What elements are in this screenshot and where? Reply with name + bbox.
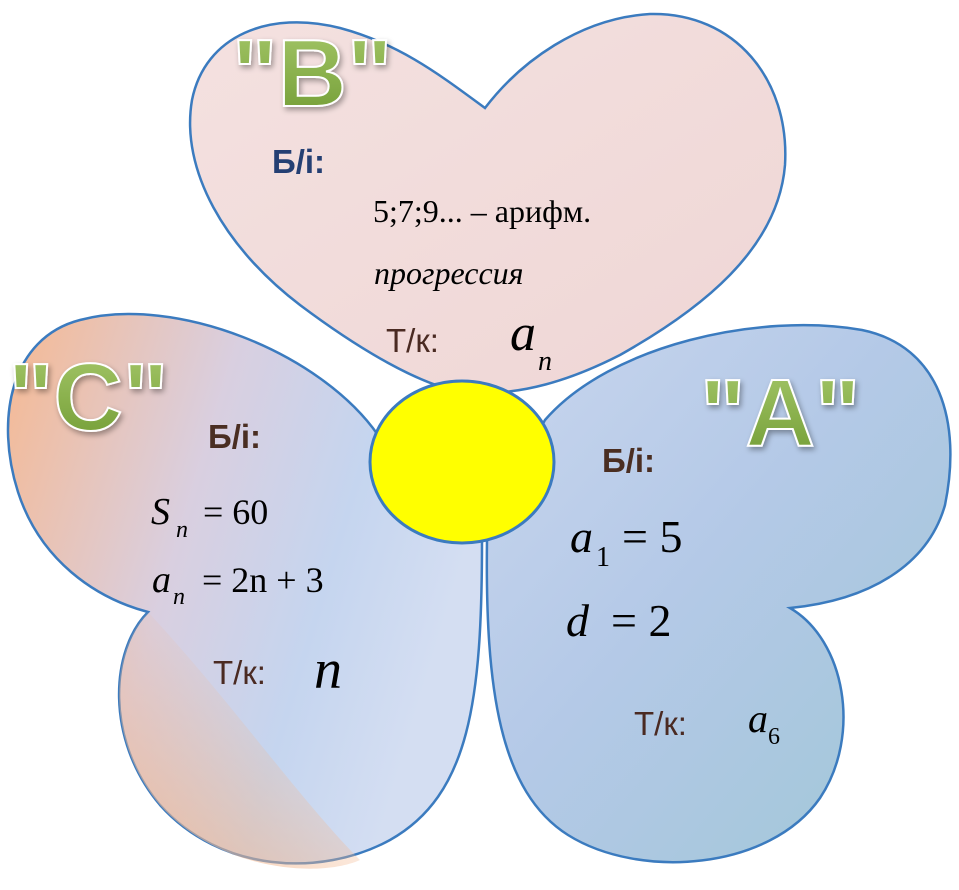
petal-c-line2-rest: = 2n + 3 (202, 560, 324, 600)
petal-b-title: "B" (232, 20, 392, 127)
petal-a-line2-var: d (566, 595, 590, 646)
petal-a-find-label: Т/к: (634, 705, 687, 742)
petal-c-find-var: n (314, 639, 342, 701)
petal-b-given-line1: 5;7;9... – арифм. (373, 193, 591, 229)
petal-a-given-label: Б/і: (602, 442, 655, 479)
petal-c-warm-shade (119, 612, 360, 869)
petal-a-find-sub: 6 (768, 724, 780, 750)
petal-c-line1-sub: n (176, 517, 188, 543)
petal-c-line1-var: S (151, 491, 170, 533)
petal-b-given-label: Б/і: (272, 143, 325, 180)
petal-b (188, 12, 787, 395)
petal-a-line1-var: a (570, 511, 593, 562)
petal-c-line1-rest: = 60 (203, 492, 268, 532)
petal-c-line2-var: a (152, 559, 171, 601)
petal-a-line1-sub: 1 (596, 542, 610, 573)
petal-a (485, 324, 952, 864)
petal-b-find-sub: n (538, 346, 552, 377)
petal-c-given-label: Б/і: (208, 418, 261, 455)
petal-a-line1-rest: = 5 (622, 511, 682, 562)
flower-center (368, 379, 556, 545)
petal-b-given-line2: прогрессия (374, 255, 524, 291)
petal-c-line2-sub: n (173, 584, 185, 610)
petal-b-find-label: Т/к: (386, 322, 439, 359)
petal-a-find-var: a (748, 696, 768, 741)
petal-b-find-var: a (510, 305, 536, 362)
petal-c-find-label: Т/к: (213, 654, 266, 691)
petal-a-line2-rest: = 2 (611, 595, 671, 646)
petal-c-title: "C" (8, 344, 168, 451)
petal-a-title: "A" (700, 360, 860, 467)
